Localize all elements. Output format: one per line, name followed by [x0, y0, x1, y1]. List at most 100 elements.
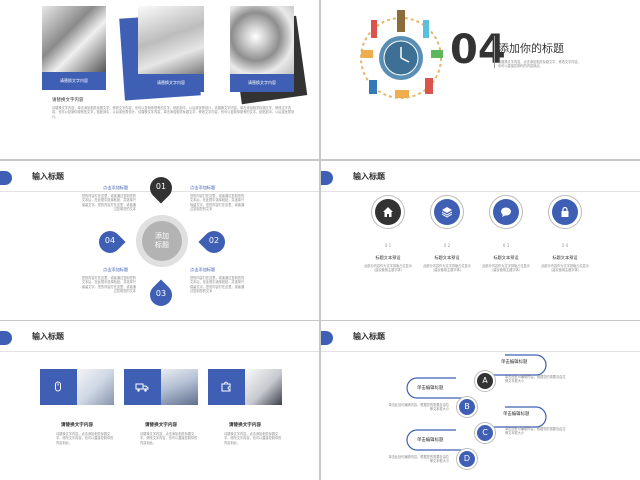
header-separator: [0, 351, 319, 352]
tile-3-title: 请替换文字内容: [228, 423, 262, 428]
badge-04-label: 04: [104, 236, 116, 245]
step-b-letter: B: [464, 402, 470, 411]
center-label: 添加 标题: [155, 232, 169, 249]
feature-column-3: 0 3 标题文本预设 此部分内容作为文字排版占位显示（建议使用主题字体）: [482, 195, 531, 315]
pill-2: 单击编辑标题: [417, 386, 444, 391]
section-number: 04: [450, 27, 506, 73]
step-b-badge: [457, 397, 477, 417]
header-separator: [321, 191, 640, 192]
step-d-badge: [457, 449, 477, 469]
image-card-2: 请替换文字内容: [119, 6, 208, 101]
slide6-header: 输入标题: [353, 332, 385, 341]
item-title-3: 标题文本预设: [493, 255, 519, 260]
item-body-4: 此部分内容作为文字排版占位显示（建议使用主题字体）: [541, 264, 589, 273]
header-tab-shape: [321, 331, 333, 345]
icon-ring-2: [430, 195, 464, 229]
icon-ring-3: [489, 195, 523, 229]
item-title-tr: 点击添加标题: [190, 185, 216, 190]
item-title-bl: 点击添加标题: [103, 267, 129, 272]
icon-ring-1: [371, 195, 405, 229]
badge-03-label: 03: [155, 289, 167, 298]
pill-4: 单击编辑标题: [417, 438, 444, 443]
caption-3: 请替换文字内容: [248, 80, 276, 85]
item-body-tl: 您的内容打在这里，或者通过复制您的文本后，在此框中选择粘贴，并选择只保留文字。您…: [81, 194, 136, 212]
mouse-icon: [55, 381, 61, 392]
tile-2-body: 请替换文字内容，点击添加相关标题文字，修改文字内容，也可以直接复制你的内容到此。: [140, 432, 198, 445]
item-body-3: 此部分内容作为文字排版占位显示（建议使用主题字体）: [482, 264, 530, 273]
slide-thumbnail-6[interactable]: 输入标题 单击编辑标题 单击编辑标题 单击编辑标题 单击编辑标题 A B C D…: [321, 321, 640, 480]
item-num-1: 0 1: [384, 243, 392, 248]
step-b-body: 单击此处可编辑内容，根据您的需要自由拉伸文本框大小: [388, 403, 449, 412]
step-c-badge: [475, 423, 495, 443]
item-title-1: 标题文本预设: [375, 255, 401, 260]
image-card-3: 请替换文字内容: [228, 6, 308, 105]
item-title-br: 点击添加标题: [190, 267, 216, 272]
section-body: 请替换文字内容，点击添加相关标题文字，修改文字内容，也可以直接复制你的内容到此。: [498, 60, 581, 69]
slide-thumbnail-4[interactable]: 输入标题 0 1 标题文本预设 此部分内容作为文字排版占位显示（建议使用主题字体…: [321, 161, 640, 320]
caption-1: 请替换文字内容: [60, 78, 88, 83]
tile-3-photo: [245, 369, 282, 405]
feature-column-2: 0 2 标题文本预设 此部分内容作为文字排版占位显示（建议使用主题字体）: [423, 195, 472, 315]
badge-01-label: 01: [155, 182, 167, 191]
item-num-2: 0 2: [443, 243, 451, 248]
step-a-badge: [475, 371, 495, 391]
home-icon: [383, 207, 393, 217]
slide5-header: 输入标题: [32, 332, 64, 341]
item-body-bl: 您的内容打在这里，或者通过复制您的文本后，在此框中选择粘贴，并选择只保留文字。您…: [81, 276, 136, 294]
item-num-3: 0 3: [502, 243, 510, 248]
slide1-heading: 请替换文字内容: [52, 98, 84, 103]
photo-3: [230, 6, 294, 74]
header-tab-shape: [0, 171, 12, 185]
travel-landmarks-illustration: [360, 10, 443, 99]
tile-1-blue: [40, 369, 77, 405]
image-card-1: 请替换文字内容: [42, 6, 106, 90]
pill-1: 单击编辑标题: [501, 360, 528, 365]
timeline-connectors: [406, 354, 547, 451]
caption-bar-2: [138, 74, 204, 92]
center-circle: [142, 221, 182, 261]
caption-bar-3: [230, 74, 294, 92]
puzzle-icon: [221, 381, 231, 392]
tile-1: [40, 369, 114, 405]
slide-thumbnail-2[interactable]: 04 添加你的标题 请替换文字内容，点击添加相关标题文字，修改文字内容，也可以直…: [321, 0, 640, 159]
header-tab-shape: [0, 331, 12, 345]
tile-3: [208, 369, 282, 405]
slide-thumbnail-1[interactable]: 请替换文字内容 请替换文字内容 请替换文字内容 请替换文字内容 请替换文字内容，…: [0, 0, 319, 159]
section-title: 添加你的标题: [498, 42, 564, 55]
feature-column-1: 0 1 标题文本预设 此部分内容作为文字排版占位显示（建议使用主题字体）: [364, 195, 413, 315]
step-d-body: 单击此处可编辑内容，根据您的需要自由拉伸文本框大小: [388, 455, 449, 464]
tile-3-blue: [208, 369, 245, 405]
step-a-body: 单击此处可编辑内容，根据您的需要自由拉伸文本框大小: [505, 375, 566, 384]
item-body-2: 此部分内容作为文字排版占位显示（建议使用主题字体）: [423, 264, 471, 273]
layers-icon: [441, 207, 453, 218]
feature-column-4: 0 4 标题文本预设 此部分内容作为文字排版占位显示（建议使用主题字体）: [541, 195, 590, 315]
item-title-2: 标题文本预设: [434, 255, 460, 260]
slide1-body: 请替换文字内容，单击添加相关标题文字，修改文字内容，也可以复制你现有的文字，粘贴…: [52, 106, 295, 119]
slide4-header: 输入标题: [353, 172, 385, 181]
tile-3-body: 请替换文字内容，点击添加相关标题文字，修改文字内容，也可以直接复制你的内容到此。: [224, 432, 282, 445]
tile-2-photo: [161, 369, 198, 405]
tile-1-title: 请替换文字内容: [60, 423, 94, 428]
tile-1-body: 请替换文字内容，点击添加相关标题文字，修改文字内容，也可以直接复制你的内容到此。: [56, 432, 114, 445]
section-divider: [494, 36, 495, 68]
step-d-letter: D: [463, 454, 471, 463]
item-body-tr: 您的内容打在这里，或者通过复制您的文本后，在此框中选择粘贴，并选择只保留文字。您…: [190, 194, 245, 212]
caption-bar-1: [42, 72, 106, 90]
header-separator: [321, 351, 640, 352]
slide-thumbnail-3[interactable]: 输入标题 添加 标题 01 02 03 04 点击添加标题 您的内容打在这里，或…: [0, 161, 319, 320]
slide-thumbnail-5[interactable]: 输入标题 请替换文字内容 请替换文字内容，点击添加相关标题文字，修改文字内容，也…: [0, 321, 319, 480]
item-body-br: 您的内容打在这里，或者通过复制您的文本后，在此框中选择粘贴，并选择只保留文字。您…: [190, 276, 245, 294]
badge-02-label: 02: [208, 236, 220, 245]
tile-1-photo: [77, 369, 114, 405]
pill-3: 单击编辑标题: [503, 412, 530, 417]
tile-2-title: 请替换文字内容: [144, 423, 178, 428]
truck-icon: [135, 383, 149, 392]
item-num-4: 0 4: [561, 243, 569, 248]
chat-icon: [501, 207, 511, 217]
step-c-letter: C: [482, 428, 488, 437]
lock-icon: [561, 206, 569, 217]
tile-2: [124, 369, 198, 405]
photo-1: [42, 6, 106, 72]
step-c-body: 单击此处可编辑内容，根据您的需要自由拉伸文本框大小: [505, 427, 566, 436]
